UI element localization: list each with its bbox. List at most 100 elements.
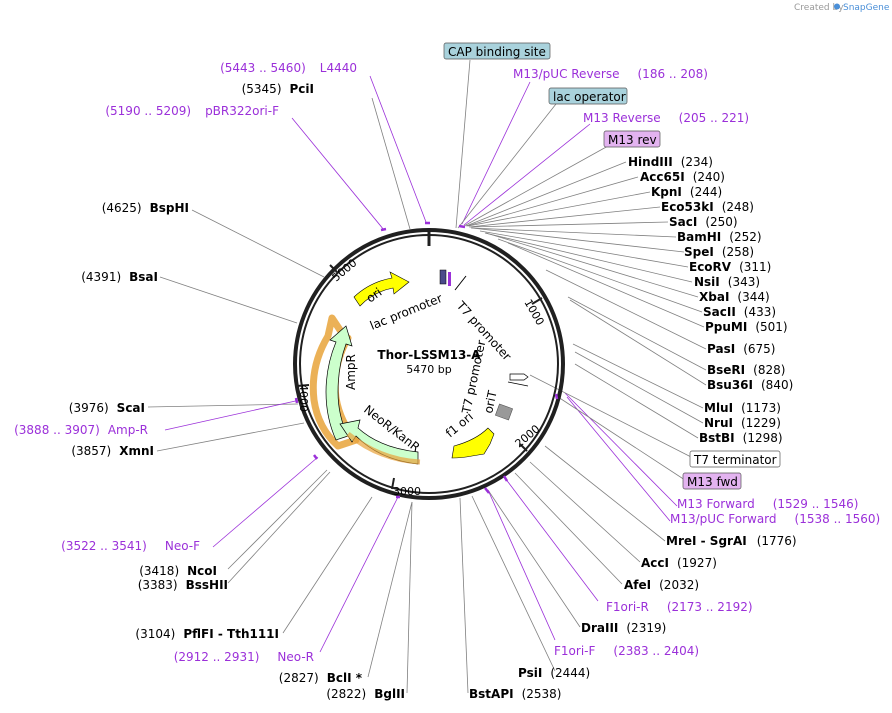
snapgene-logo-icon [834,3,840,10]
svg-text:NruI(1229): NruI(1229) [704,416,781,430]
primer-neo-f: Neo-F [165,539,200,553]
enzyme-ppumi: PpuMI [705,320,747,334]
enzyme-scai: ScaI [117,401,145,415]
primer-marks [294,221,559,499]
enzyme-ncoi: NcoI [187,564,217,578]
svg-text:SacII(433): SacII(433) [703,305,776,319]
t7-terminator-box: T7 terminator [689,450,781,468]
credit-prefix: Created by [794,3,844,13]
svg-text:(3418)NcoI: (3418)NcoI [139,564,217,578]
enzyme-ecorv: EcoRV [689,260,732,274]
svg-text:F1ori-F(2383 .. 2404): F1ori-F(2383 .. 2404) [554,644,699,658]
enzyme-bglii: BglII [374,687,405,701]
enzyme-bsu36i: Bsu36I [707,378,753,392]
svg-text:BstBI(1298): BstBI(1298) [699,431,783,445]
svg-text:PpuMI(501): PpuMI(501) [705,320,788,334]
svg-text:EcoRV(311): EcoRV(311) [689,260,771,274]
m13-fwd-box: M13 fwd [682,472,742,490]
enzyme-sacii: SacII [703,305,736,319]
enzyme-eco53ki: Eco53kI [661,200,714,214]
svg-text:KpnI(244): KpnI(244) [651,185,722,199]
primer-m13-reverse: M13 Reverse [583,111,661,125]
t7-promoter-mark [454,275,467,291]
enzyme-bstapi: BstAPI [469,687,514,701]
enzyme-bsshii: BssHII [186,578,228,592]
enzyme-hindiii: HindIII [628,155,673,169]
enzyme-draiii: DraIII [581,621,618,635]
credit-brand: SnapGene [843,3,890,13]
svg-text:Acc65I(240): Acc65I(240) [640,170,725,184]
enzyme-bstbi: BstBI [699,431,735,445]
plasmid-size: 5470 bp [406,363,451,376]
svg-text:MluI(1173): MluI(1173) [704,401,781,415]
plasmid-name: Thor-LSSM13-A [377,348,481,362]
f1-ori-arrow [451,427,495,459]
enzyme-bamhi: BamHI [677,230,721,244]
primer-neo-r: Neo-R [277,650,314,664]
enzyme-pcii: PciI [290,82,315,96]
svg-text:(3976)ScaI: (3976)ScaI [69,401,145,415]
svg-text:T7 terminator: T7 terminator [693,453,777,467]
enzyme-afei: AfeI [624,578,651,592]
svg-text:AccI(1927): AccI(1927) [641,556,717,570]
enzyme-psii: PsiI [518,666,542,680]
enzyme-spei: SpeI [684,245,714,259]
svg-text:M13 Forward(1529 .. 1546): M13 Forward(1529 .. 1546) [677,497,858,511]
enzyme-connectors [147,97,707,694]
svg-text:SacI(250): SacI(250) [669,215,738,229]
svg-text:NsiI(343): NsiI(343) [694,275,760,289]
enzyme-bsphi: BspHI [150,201,189,215]
enzyme-nsii: NsiI [694,275,720,289]
svg-text:PsiI(2444): PsiI(2444) [518,666,590,680]
svg-text:(3522 .. 3541)Neo-F: (3522 .. 3541)Neo-F [61,539,200,553]
svg-text:SpeI(258): SpeI(258) [684,245,754,259]
snapgene-credit: Created by SnapGene [794,3,890,13]
svg-text:(3888 .. 3907)Amp-R: (3888 .. 3907)Amp-R [14,423,148,437]
primer-amp-r: Amp-R [108,423,148,437]
tick-3000: 3000 [393,485,421,498]
svg-text:(5443 .. 5460)L4440: (5443 .. 5460)L4440 [220,61,357,75]
primer-l4440: L4440 [320,61,357,75]
orit-label: oriT [481,389,500,415]
svg-text:M13 Reverse(205 .. 221): M13 Reverse(205 .. 221) [583,111,749,125]
svg-text:BseRI(828): BseRI(828) [707,363,785,377]
primer-m13-forward: M13 Forward [677,497,755,511]
svg-text:XbaI(344): XbaI(344) [699,290,770,304]
orit-box [494,403,514,421]
enzyme-bcli: BclI * [327,671,363,685]
svg-text:BstAPI(2538): BstAPI(2538) [469,687,561,701]
svg-text:DraIII(2319): DraIII(2319) [581,621,666,635]
svg-text:M13 rev: M13 rev [608,133,657,147]
cap-binding-site-box: CAP binding site [443,42,551,60]
primer-m13-puc-forward: M13/pUC Forward [670,512,777,526]
svg-text:lac operator: lac operator [553,90,626,104]
enzyme-pflfi-tth111i: PflFI - Tth111I [183,627,279,641]
svg-text:(4625)BspHI: (4625)BspHI [102,201,189,215]
ori-arrow [353,271,410,307]
enzyme-pasi: PasI [707,342,735,356]
enzyme-saci: SacI [669,215,697,229]
lac-operator-box [439,269,447,285]
svg-text:BamHI(252): BamHI(252) [677,230,762,244]
enzyme-bseri: BseRI [707,363,745,377]
svg-text:Eco53kI(248): Eco53kI(248) [661,200,754,214]
enzyme-nrui: NruI [704,416,733,430]
enzyme-labels-left: (2822)BglII (2827)BclI * (3104)PflFI - T… [69,82,405,701]
svg-text:Bsu36I(840): Bsu36I(840) [707,378,793,392]
primer-m13-puc-reverse: M13/pUC Reverse [513,67,620,81]
primer-connectors [164,75,678,653]
svg-text:(2827)BclI *: (2827)BclI * [279,671,363,685]
svg-text:(3104)PflFI - Tth111I: (3104)PflFI - Tth111I [135,627,279,641]
svg-text:M13 fwd: M13 fwd [687,475,738,489]
primer-labels-right: M13/pUC Reverse(186 .. 208) M13 Reverse(… [513,67,880,658]
enzyme-acc65i: Acc65I [640,170,685,184]
svg-text:(3857)XmnI: (3857)XmnI [71,444,154,458]
svg-text:(5345)PciI: (5345)PciI [242,82,314,96]
enzyme-xbai: XbaI [699,290,729,304]
t7-terminator-mark [509,373,529,381]
svg-text:PasI(675): PasI(675) [707,342,775,356]
lac-operator-label-box: lac operator [548,87,628,105]
m13-rev-box: M13 rev [603,130,661,148]
svg-text:(5190 .. 5209)pBR322ori-F: (5190 .. 5209)pBR322ori-F [105,104,279,118]
